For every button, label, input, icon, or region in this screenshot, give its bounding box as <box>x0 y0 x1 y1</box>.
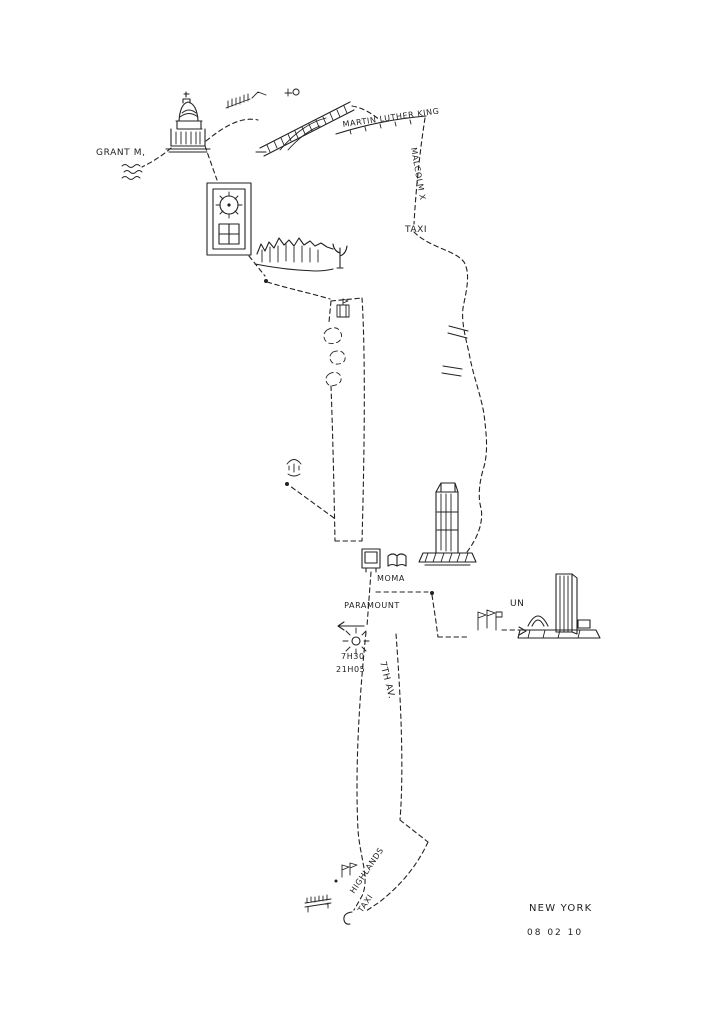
flag-poles <box>477 609 503 631</box>
grants-tomb-drawing <box>165 91 211 153</box>
tree-icon <box>332 243 348 269</box>
mlk-ticks <box>349 119 412 135</box>
map-date: 08 02 10 <box>527 928 583 938</box>
fountain-branch-line <box>289 485 335 519</box>
bench-icon <box>304 894 332 913</box>
un-building-drawing <box>517 573 601 639</box>
bridge-rails <box>255 101 355 157</box>
bridge-ticks <box>266 105 348 153</box>
route-east-line <box>413 231 488 553</box>
paramount-junction: PARAMOUNT 7H30 21H05 <box>336 601 400 674</box>
bridge-arch <box>279 117 327 151</box>
bench-lines <box>304 894 332 913</box>
taxi-uptown-label: TAXI <box>404 225 427 235</box>
route-uptown <box>141 105 381 300</box>
showtime2-label: 21H05 <box>336 665 365 674</box>
walking-figures-icon <box>334 862 358 883</box>
railway-crossing-icon <box>441 325 469 377</box>
sun-rays <box>342 627 370 655</box>
signature-block: NEW YORK 08 02 10 <box>527 903 592 938</box>
moma-drawing: MOMA <box>361 548 407 627</box>
seventh-ave-label: 7TH AV. <box>377 660 396 700</box>
taxi-downtown-label: TAXI <box>356 893 375 915</box>
tomb-hatch <box>175 109 201 145</box>
corridor-left-line <box>353 631 367 911</box>
figure-dot <box>334 879 338 883</box>
ruins-hatch <box>261 243 319 263</box>
plaza-hatch <box>424 552 469 563</box>
route-uptown-lines <box>141 105 381 300</box>
moma-route-line <box>366 571 372 627</box>
route-east-side <box>413 231 488 553</box>
un-base-hatch <box>527 629 581 639</box>
moma-label: MOMA <box>377 574 405 583</box>
cross-circle-icon <box>284 88 300 97</box>
corridor-right-line <box>365 633 429 912</box>
sun-icon <box>342 627 370 655</box>
figure-flags <box>341 862 358 878</box>
courtyard-outline <box>206 182 252 256</box>
fountain-branch <box>285 459 335 519</box>
un-slab-hatch <box>559 575 569 633</box>
park-structure-icon <box>336 298 350 318</box>
paramount-label: PARAMOUNT <box>344 601 400 610</box>
showtime1-label: 7H30 <box>341 652 365 661</box>
un-dome <box>527 615 549 627</box>
park-edges <box>328 297 365 542</box>
sun-disc <box>351 636 361 646</box>
fountain-icon <box>286 459 302 477</box>
courtyard-dot <box>227 203 231 207</box>
end-curl-icon <box>343 911 353 925</box>
un-slab <box>555 573 578 635</box>
skyscraper-hatch <box>436 493 459 552</box>
river-water-icon <box>121 164 143 180</box>
open-book-icon <box>387 553 407 567</box>
un-base <box>517 619 601 639</box>
un-label: UN <box>510 599 525 609</box>
downtown-end: HIGHLANDS TAXI <box>304 846 385 925</box>
courtyard-ticks <box>215 191 243 219</box>
bridge-drawing <box>255 101 355 157</box>
route-to-un: UN <box>375 591 527 638</box>
malcolm-x-label: MALCOLM X <box>409 147 427 201</box>
tomb-outline <box>165 91 211 153</box>
flags-icon <box>477 609 503 631</box>
malcolm-x-line <box>413 117 426 225</box>
central-park-outline <box>323 297 365 542</box>
fountain-branch-dot <box>285 482 289 486</box>
ruins-skyline <box>254 237 334 272</box>
un-route-dot <box>430 591 434 595</box>
cross-circle <box>284 88 300 97</box>
skyscraper-drawing <box>418 482 477 566</box>
ruins-drawing <box>254 237 348 272</box>
monitor-icon <box>361 548 381 573</box>
left-arrow-icon <box>337 621 365 631</box>
hillside-hatch-icon <box>225 91 267 109</box>
hillside-lines <box>225 91 267 109</box>
malcolm-x-route: MALCOLM X <box>409 117 427 225</box>
route-dot <box>264 279 268 283</box>
pond-icons <box>323 327 346 387</box>
grant-label: GRANT M, <box>96 148 146 158</box>
skyscraper-plaza <box>418 552 477 566</box>
courtyard-building-drawing <box>206 182 252 256</box>
map-title: NEW YORK <box>529 903 592 914</box>
water-lines <box>121 164 143 180</box>
skyscraper-outline <box>435 482 459 554</box>
un-route-line <box>375 591 521 638</box>
highlands-label: HIGHLANDS <box>348 846 385 895</box>
mlk-line <box>335 115 427 135</box>
